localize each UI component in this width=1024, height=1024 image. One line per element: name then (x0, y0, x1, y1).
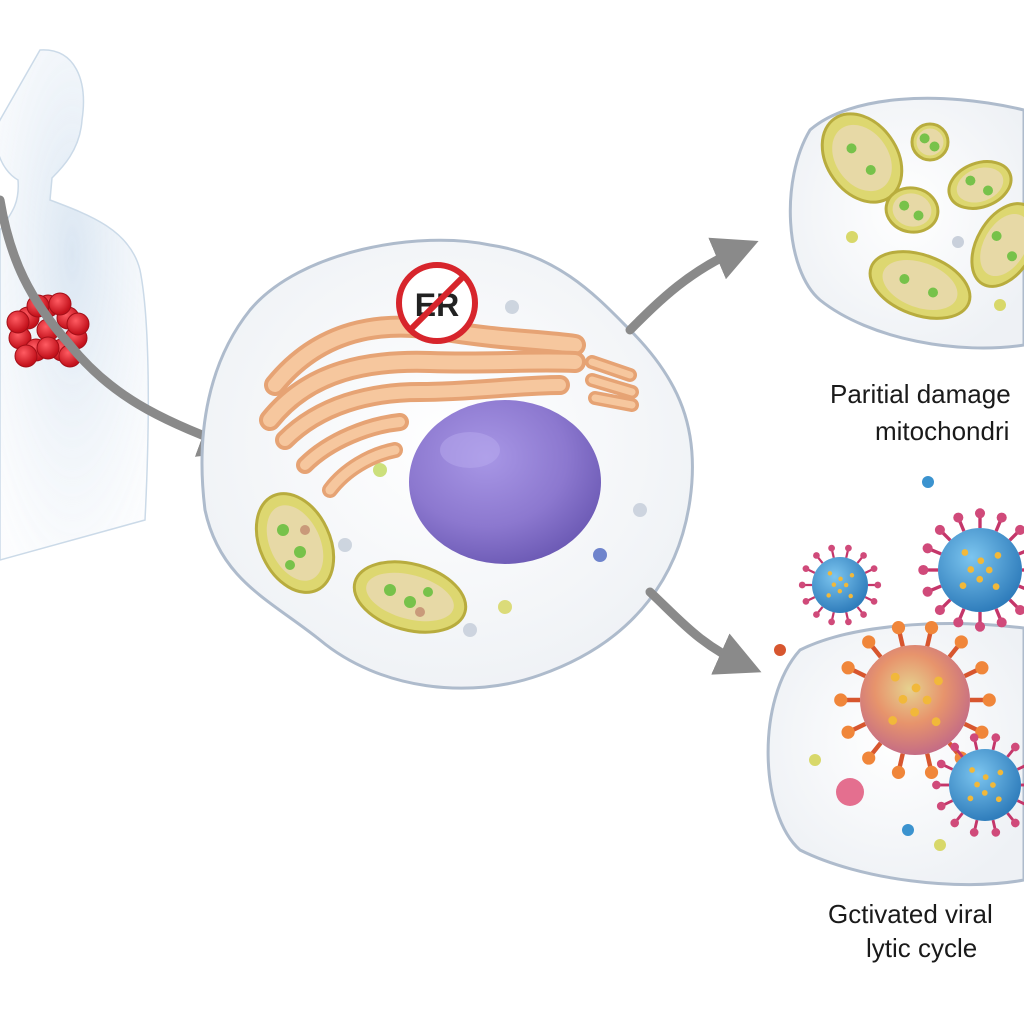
endoplasmic-reticulum (259, 315, 639, 498)
label-mitochondria-line2: mitochondri (875, 416, 1009, 446)
nucleus (409, 400, 601, 564)
arrow-to-lytic-cycle (645, 587, 762, 675)
mitochondrion-left (254, 492, 336, 594)
label-mitochondria-line1: Paritial damage (830, 379, 1011, 409)
damaged-mitochondria-cell (788, 96, 1024, 350)
human-silhouette (0, 49, 150, 561)
arrow-to-mitochondria-damage (625, 237, 759, 335)
virus-particles (774, 476, 1024, 851)
label-lytic-line1: Gctivated viral (828, 899, 993, 929)
mitochondrion-bottom (352, 560, 468, 634)
no-er-prohibition-sign: ER (396, 262, 478, 344)
arrow-tumor-to-cell (0, 195, 245, 457)
label-lytic-line2: lytic cycle (866, 933, 977, 963)
